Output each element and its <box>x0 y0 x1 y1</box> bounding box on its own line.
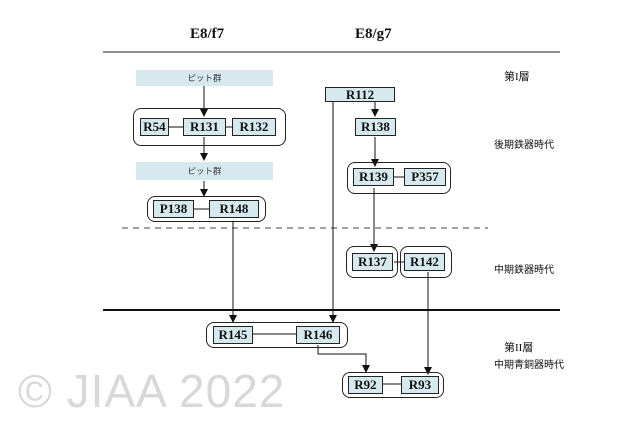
feature-r146: R146 <box>296 326 340 344</box>
group-r54-r131-r132 <box>133 108 286 146</box>
feature-r54: R54 <box>140 118 169 136</box>
feature-p357: P357 <box>404 168 446 186</box>
feature-r139: R139 <box>353 168 394 186</box>
middle-iron-age-label: 中期鉄器時代 <box>494 265 554 276</box>
column-heading-left: E8/f7 <box>190 26 225 42</box>
group-r142 <box>400 246 452 278</box>
feature-p138: P138 <box>153 200 194 218</box>
middle-bronze-age-label: 中期青銅器時代 <box>494 360 564 371</box>
layer2-label: 第II層 <box>504 342 534 354</box>
feature-r142: R142 <box>404 253 445 271</box>
feature-r148: R148 <box>209 200 259 218</box>
feature-r137: R137 <box>352 253 393 271</box>
pit-group-upper: ピット群 <box>136 70 273 86</box>
group-r92-r93 <box>342 372 444 398</box>
group-r145-r146 <box>206 322 348 348</box>
feature-r93: R93 <box>401 376 439 394</box>
group-r137 <box>346 246 398 278</box>
pit-group-lower: ピット群 <box>136 162 273 180</box>
feature-r112: R112 <box>325 87 395 102</box>
group-r139-p357 <box>347 162 451 194</box>
feature-r145: R145 <box>213 326 253 344</box>
feature-r92: R92 <box>348 376 383 394</box>
late-iron-age-label: 後期鉄器時代 <box>494 140 554 151</box>
feature-r132: R132 <box>232 118 276 136</box>
layer1-label: 第I層 <box>504 71 530 83</box>
group-p138-r148 <box>147 196 266 222</box>
column-heading-right: E8/g7 <box>355 26 392 42</box>
feature-r138: R138 <box>355 118 396 136</box>
copyright-watermark: © JIAA 2022 <box>18 365 286 417</box>
feature-r131: R131 <box>183 118 226 136</box>
